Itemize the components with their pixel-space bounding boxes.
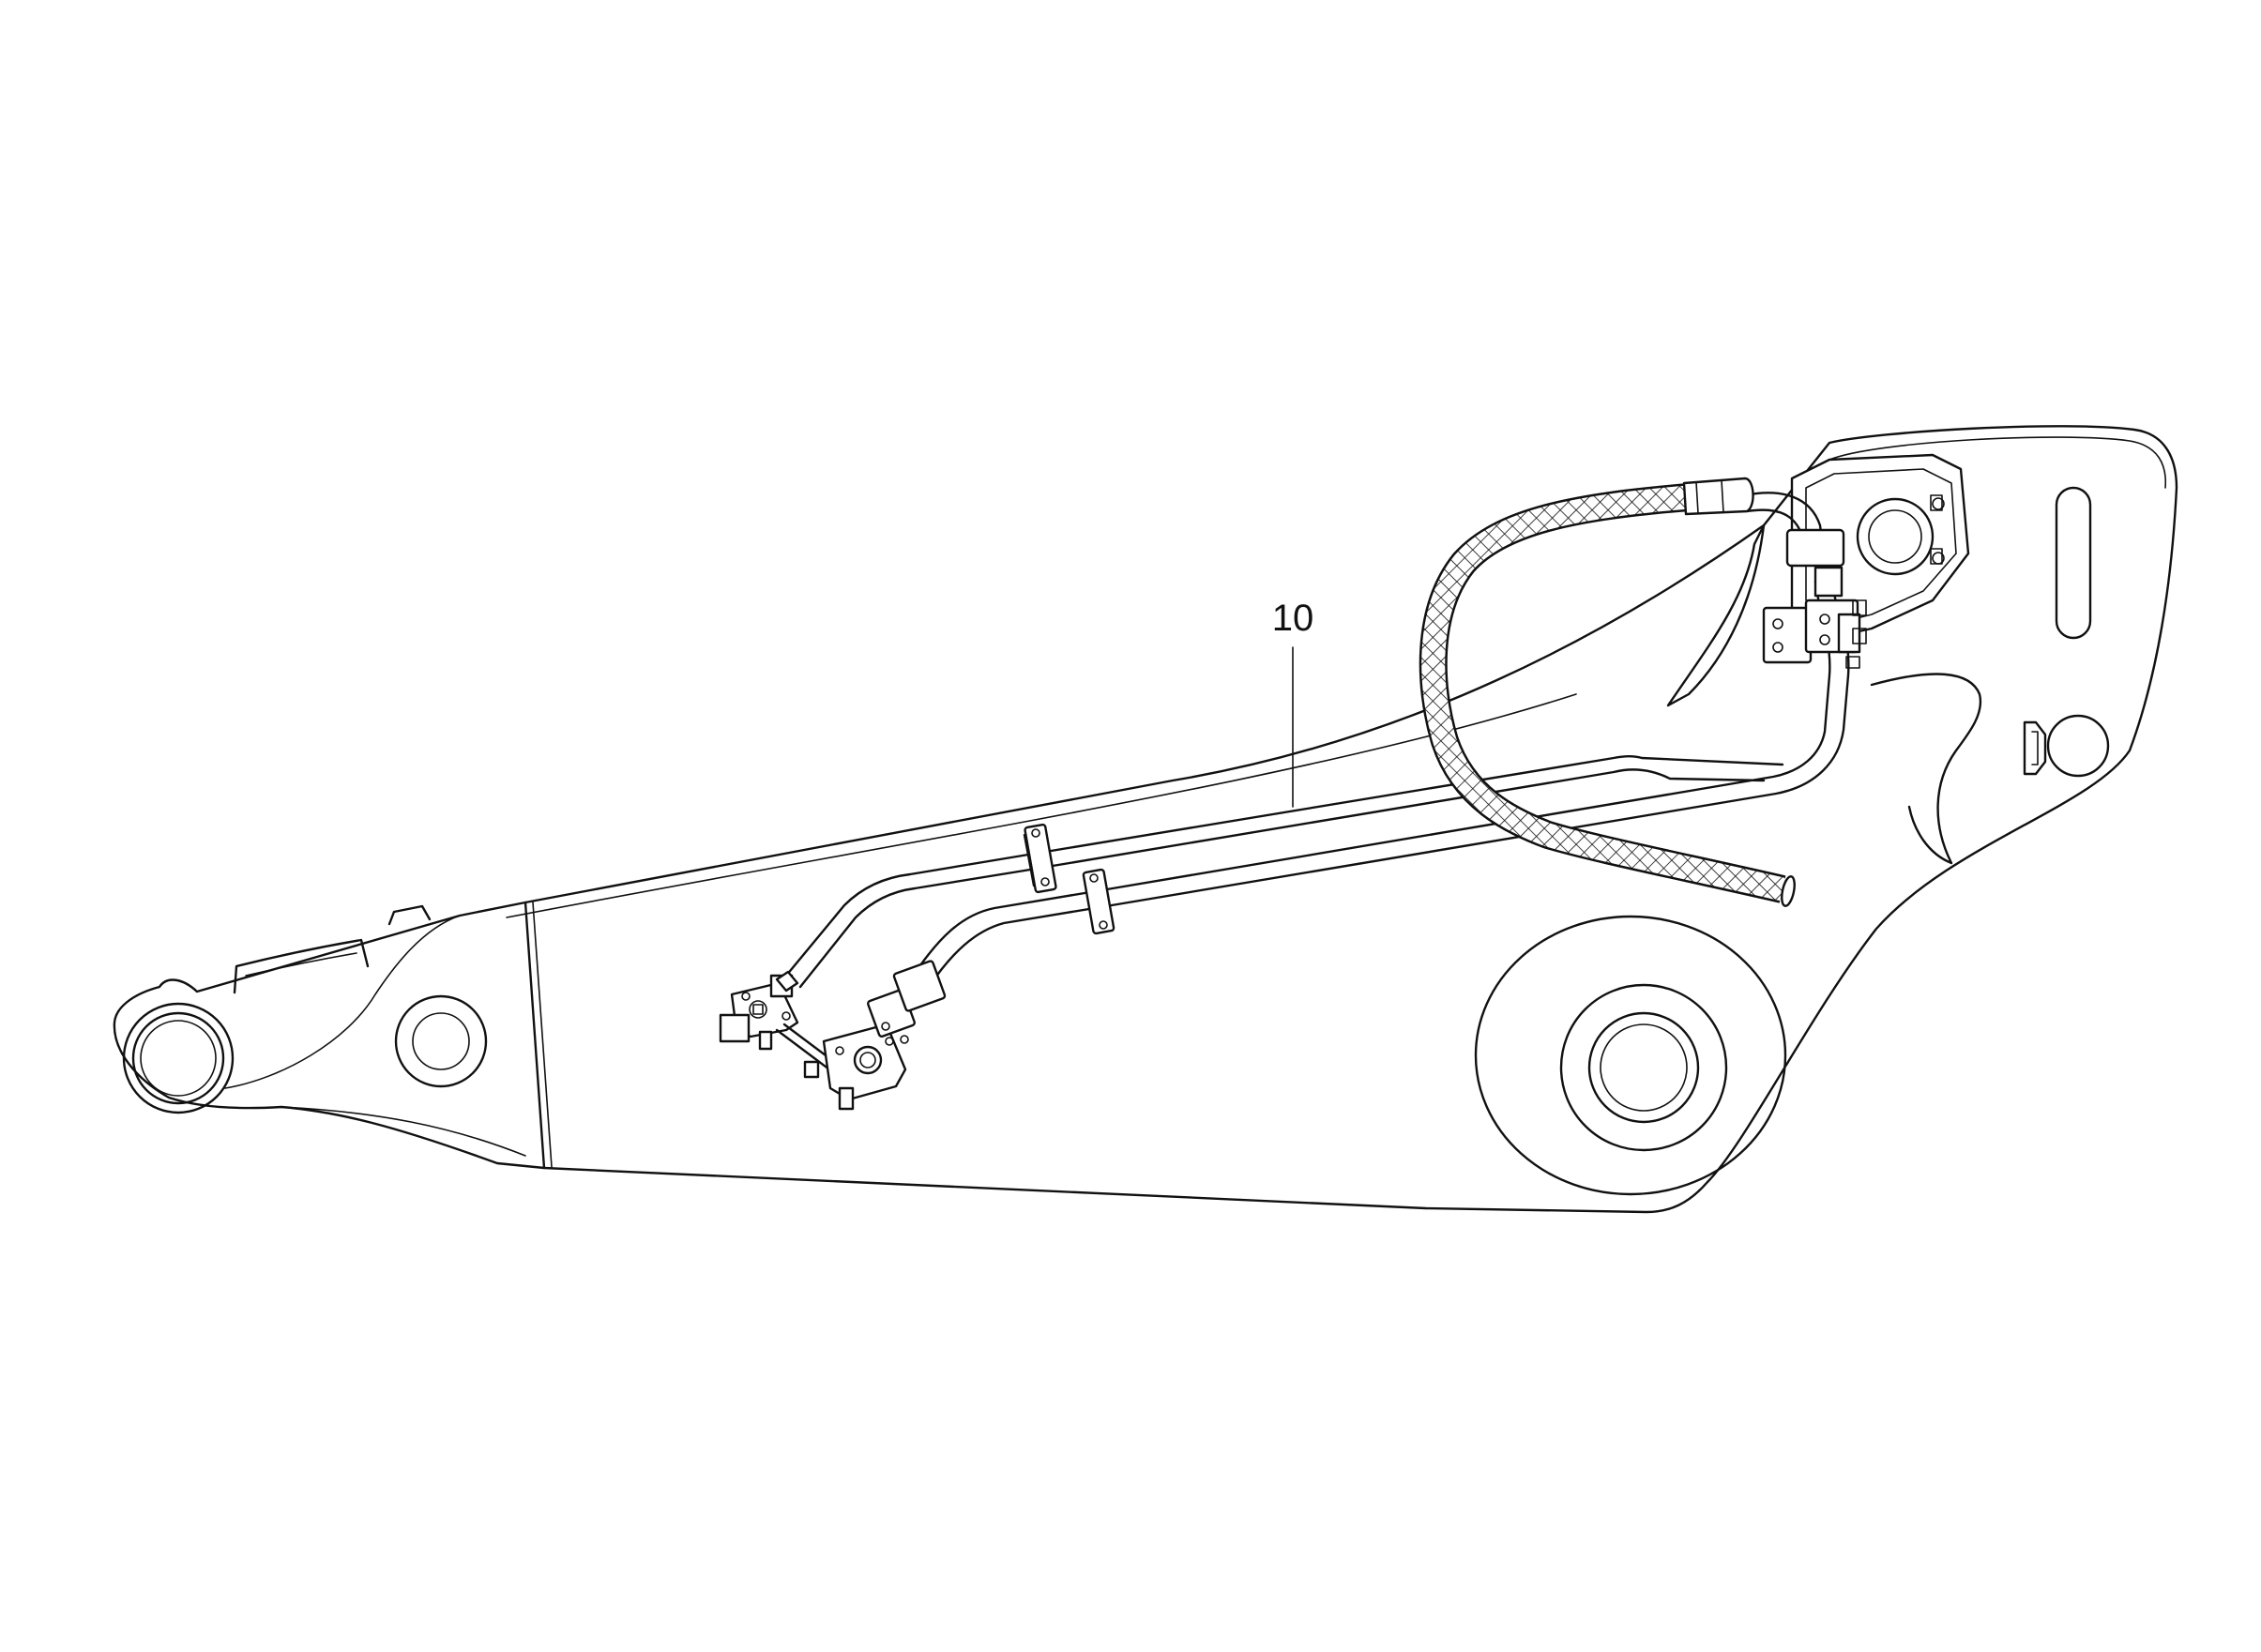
clamp-lower: [1082, 868, 1115, 935]
callout-10-label: 10: [1272, 598, 1314, 639]
boom-nose-details: [1666, 436, 2167, 865]
callout-10: 10: [1272, 598, 1314, 808]
nose-slot: [2055, 486, 2092, 640]
foot-bracket-top: [233, 938, 370, 994]
nose-hook-bracket: [2023, 720, 2047, 776]
boom-foot-pin: [122, 1002, 235, 1114]
boom-pivot-boss: [1474, 915, 1787, 1196]
weld-seam: [524, 901, 546, 1170]
top-valve-block: [1762, 528, 1867, 669]
nose-horn: [1666, 523, 1766, 707]
foot-bracket-top-inner: [245, 952, 357, 977]
boom-body: [113, 425, 2178, 1214]
foot-lug-small: [387, 904, 432, 926]
hose-top-fitting: [1682, 477, 1754, 516]
rubber-hose: [1419, 483, 1796, 907]
boom-outline: [113, 425, 2178, 1214]
upper-tube-inner: [798, 768, 1766, 989]
weld-seam-2: [532, 902, 553, 1168]
upper-tube-riser-a: [1743, 492, 1827, 565]
nose-inner-plate: [1870, 673, 1982, 865]
nose-small-hole: [2046, 714, 2110, 778]
boom-cylinder-boss: [394, 994, 488, 1088]
tube-clamps: [1023, 823, 1115, 935]
boom-top-inner-edge: [224, 915, 461, 1089]
boom-lower-plate-edge: [281, 1106, 526, 1157]
upper-tube-outer: [784, 754, 1784, 978]
lower-valve-blocks: [719, 960, 947, 1111]
nose-top-rim: [1829, 436, 2167, 489]
steel-tubes: [784, 492, 1850, 989]
